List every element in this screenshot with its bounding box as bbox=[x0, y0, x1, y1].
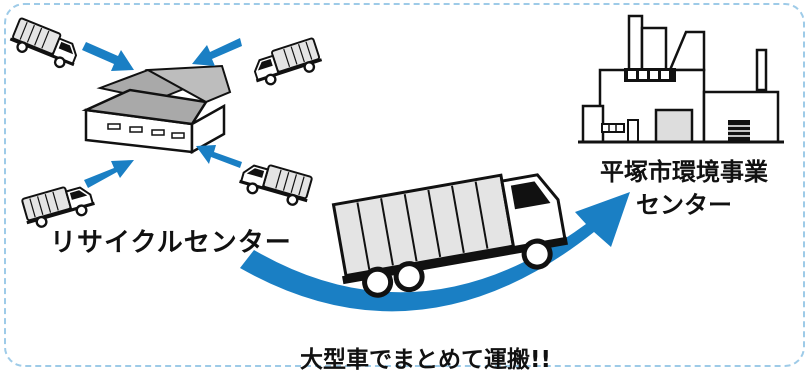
recycle-center-label: リサイクルセンター bbox=[50, 228, 292, 258]
dashed-frame bbox=[4, 3, 805, 367]
facility-label-line1: 平塚市環境事業 bbox=[600, 158, 768, 186]
transport-label: 大型車でまとめて運搬!! bbox=[300, 347, 551, 373]
garbage-truck-icon bbox=[247, 36, 326, 90]
facility-label-line2: センター bbox=[636, 191, 732, 219]
garbage-truck-icon bbox=[236, 157, 315, 210]
recycle-center-building-icon bbox=[81, 64, 232, 155]
facility-label: 平塚市環境事業 センター bbox=[574, 156, 794, 222]
large-truck-icon bbox=[331, 173, 568, 298]
arrow-icon bbox=[82, 38, 242, 188]
waste-facility-building-icon bbox=[578, 14, 784, 144]
garbage-truck-icon bbox=[6, 16, 84, 74]
